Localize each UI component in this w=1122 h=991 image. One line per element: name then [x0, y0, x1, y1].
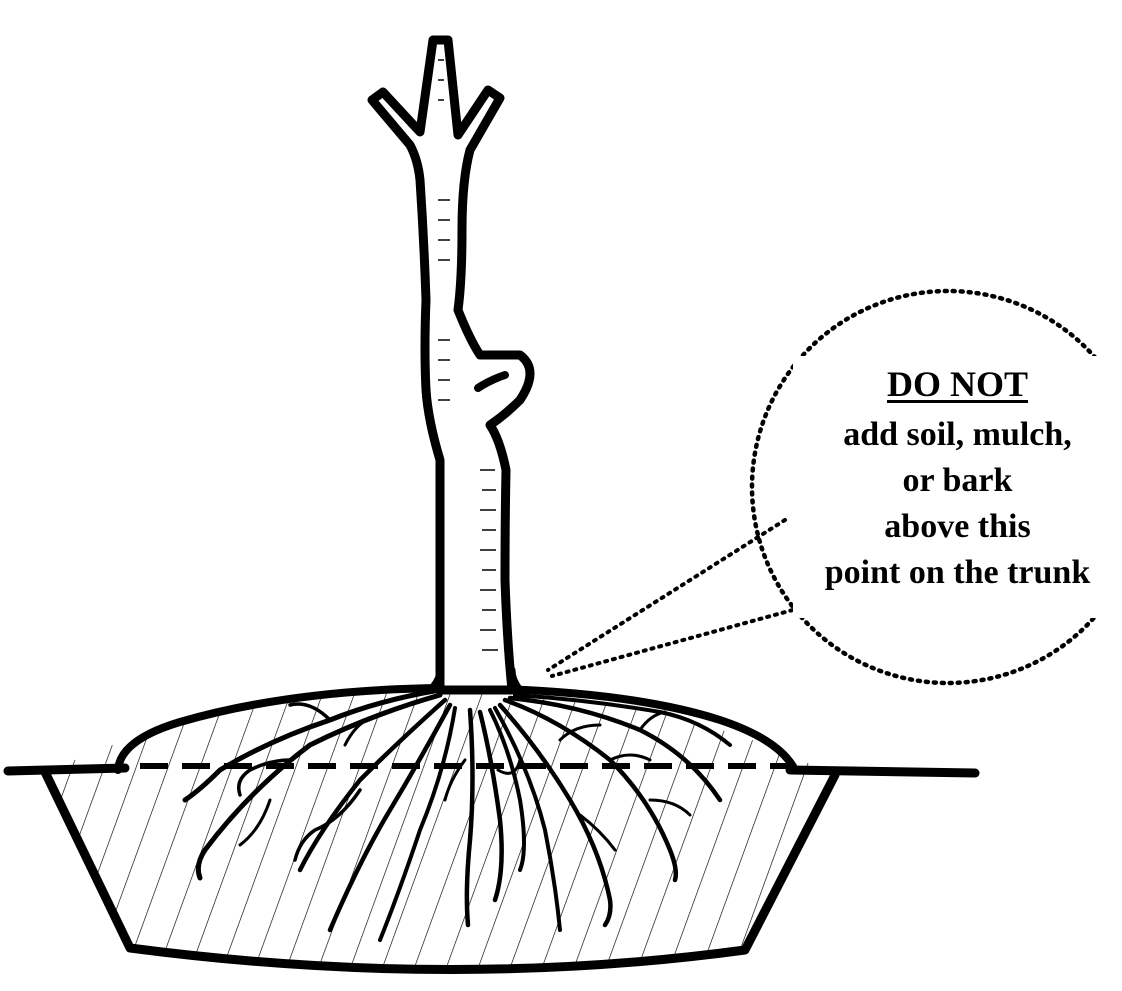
sapling-trunk-icon [372, 40, 530, 690]
callout-line-3: above this [884, 504, 1030, 550]
warning-callout: DO NOT add soil, mulch, or bark above th… [793, 356, 1122, 618]
ground-line-right [790, 770, 975, 773]
callout-line-1: add soil, mulch, [843, 412, 1072, 458]
callout-heading: DO NOT [887, 356, 1028, 412]
callout-line-2: or bark [903, 458, 1013, 504]
callout-pointer-lower [552, 608, 800, 676]
ground-line-left [8, 768, 125, 771]
callout-pointer-upper [548, 520, 785, 670]
callout-line-4: point on the trunk [825, 550, 1090, 596]
